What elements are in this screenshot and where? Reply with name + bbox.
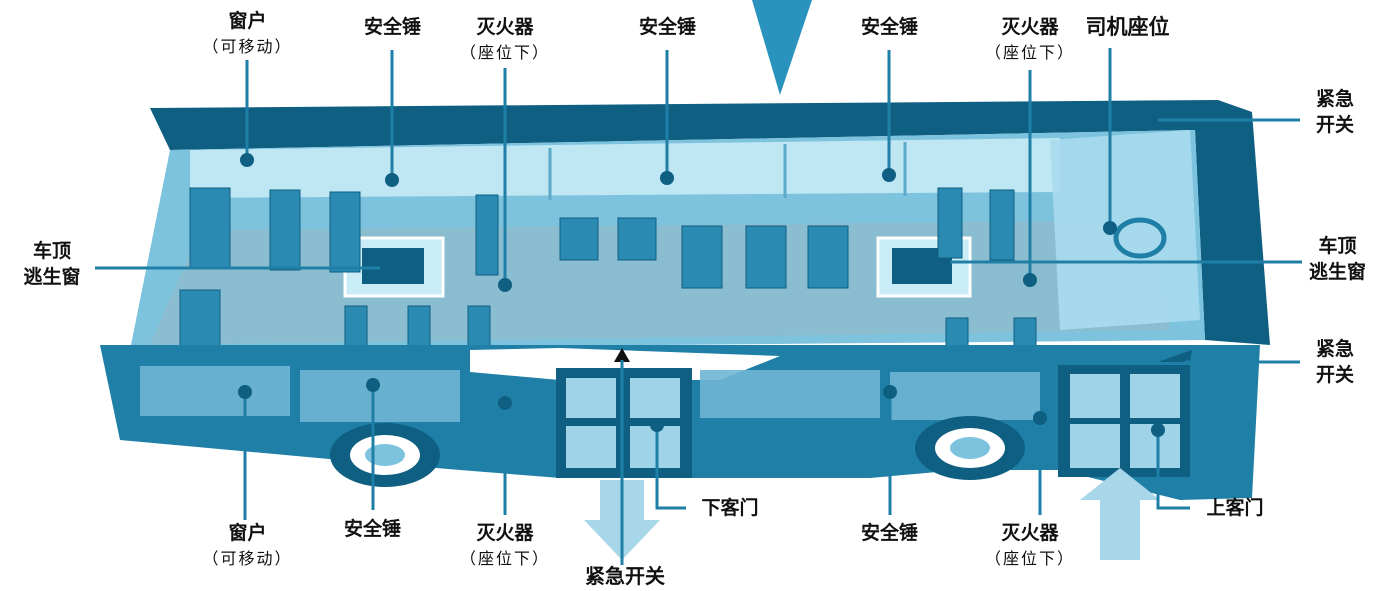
label-emergency-switch-bottom: 紧急开关 xyxy=(585,564,665,588)
seat xyxy=(329,191,361,273)
seat xyxy=(189,187,231,269)
seat xyxy=(559,217,599,261)
label-roof-hatch-left: 车顶 逃生窗 xyxy=(23,240,81,288)
label-rear-door: 下客门 xyxy=(701,497,759,519)
lower-window xyxy=(890,372,1040,420)
lower-window xyxy=(140,366,290,416)
driver-area xyxy=(1050,130,1200,330)
label-hammer-bottom-1: 安全锤 xyxy=(343,518,401,540)
upper-window-strip xyxy=(190,138,1060,198)
lower-window xyxy=(300,370,460,422)
seat xyxy=(475,194,499,276)
seat xyxy=(617,217,657,261)
seat xyxy=(269,189,301,271)
seat xyxy=(989,189,1015,261)
seat xyxy=(681,225,723,289)
label-extinguisher-bottom-1: 灭火器 （座位下） xyxy=(459,522,550,568)
seat xyxy=(807,225,849,289)
lower-window xyxy=(700,370,880,418)
label-window-bottom: 窗户 （可移动） xyxy=(202,522,293,568)
seat xyxy=(179,289,221,351)
label-emergency-switch-right-mid: 紧急 开关 xyxy=(1315,338,1354,386)
seat xyxy=(745,225,787,289)
label-hammer-bottom-2: 安全锤 xyxy=(860,522,918,544)
label-hammer-top-3: 安全锤 xyxy=(860,16,918,38)
label-driver-seat: 司机座位 xyxy=(1085,15,1170,39)
seat xyxy=(937,187,963,259)
label-extinguisher-top-2: 灭火器 （座位下） xyxy=(984,16,1075,62)
label-emergency-switch-right-top: 紧急 开关 xyxy=(1315,88,1354,136)
label-extinguisher-bottom-2: 灭火器 （座位下） xyxy=(984,522,1075,568)
direction-triangle xyxy=(752,0,812,95)
emergency-switch-marker-mid xyxy=(1158,350,1192,362)
entry-arrow-up xyxy=(1080,468,1160,560)
label-roof-hatch-right: 车顶 逃生窗 xyxy=(1308,235,1366,283)
steering-wheel xyxy=(1113,217,1167,259)
label-hammer-top-2: 安全锤 xyxy=(638,16,696,38)
label-window-top: 窗户 （可移动） xyxy=(202,10,293,56)
switch-pointer-arrow xyxy=(614,348,630,362)
roof-hatch-left-inner xyxy=(362,248,424,284)
label-extinguisher-top-1: 灭火器 （座位下） xyxy=(459,16,550,62)
label-hammer-top-1: 安全锤 xyxy=(363,16,421,38)
label-front-door: 上客门 xyxy=(1206,497,1264,519)
